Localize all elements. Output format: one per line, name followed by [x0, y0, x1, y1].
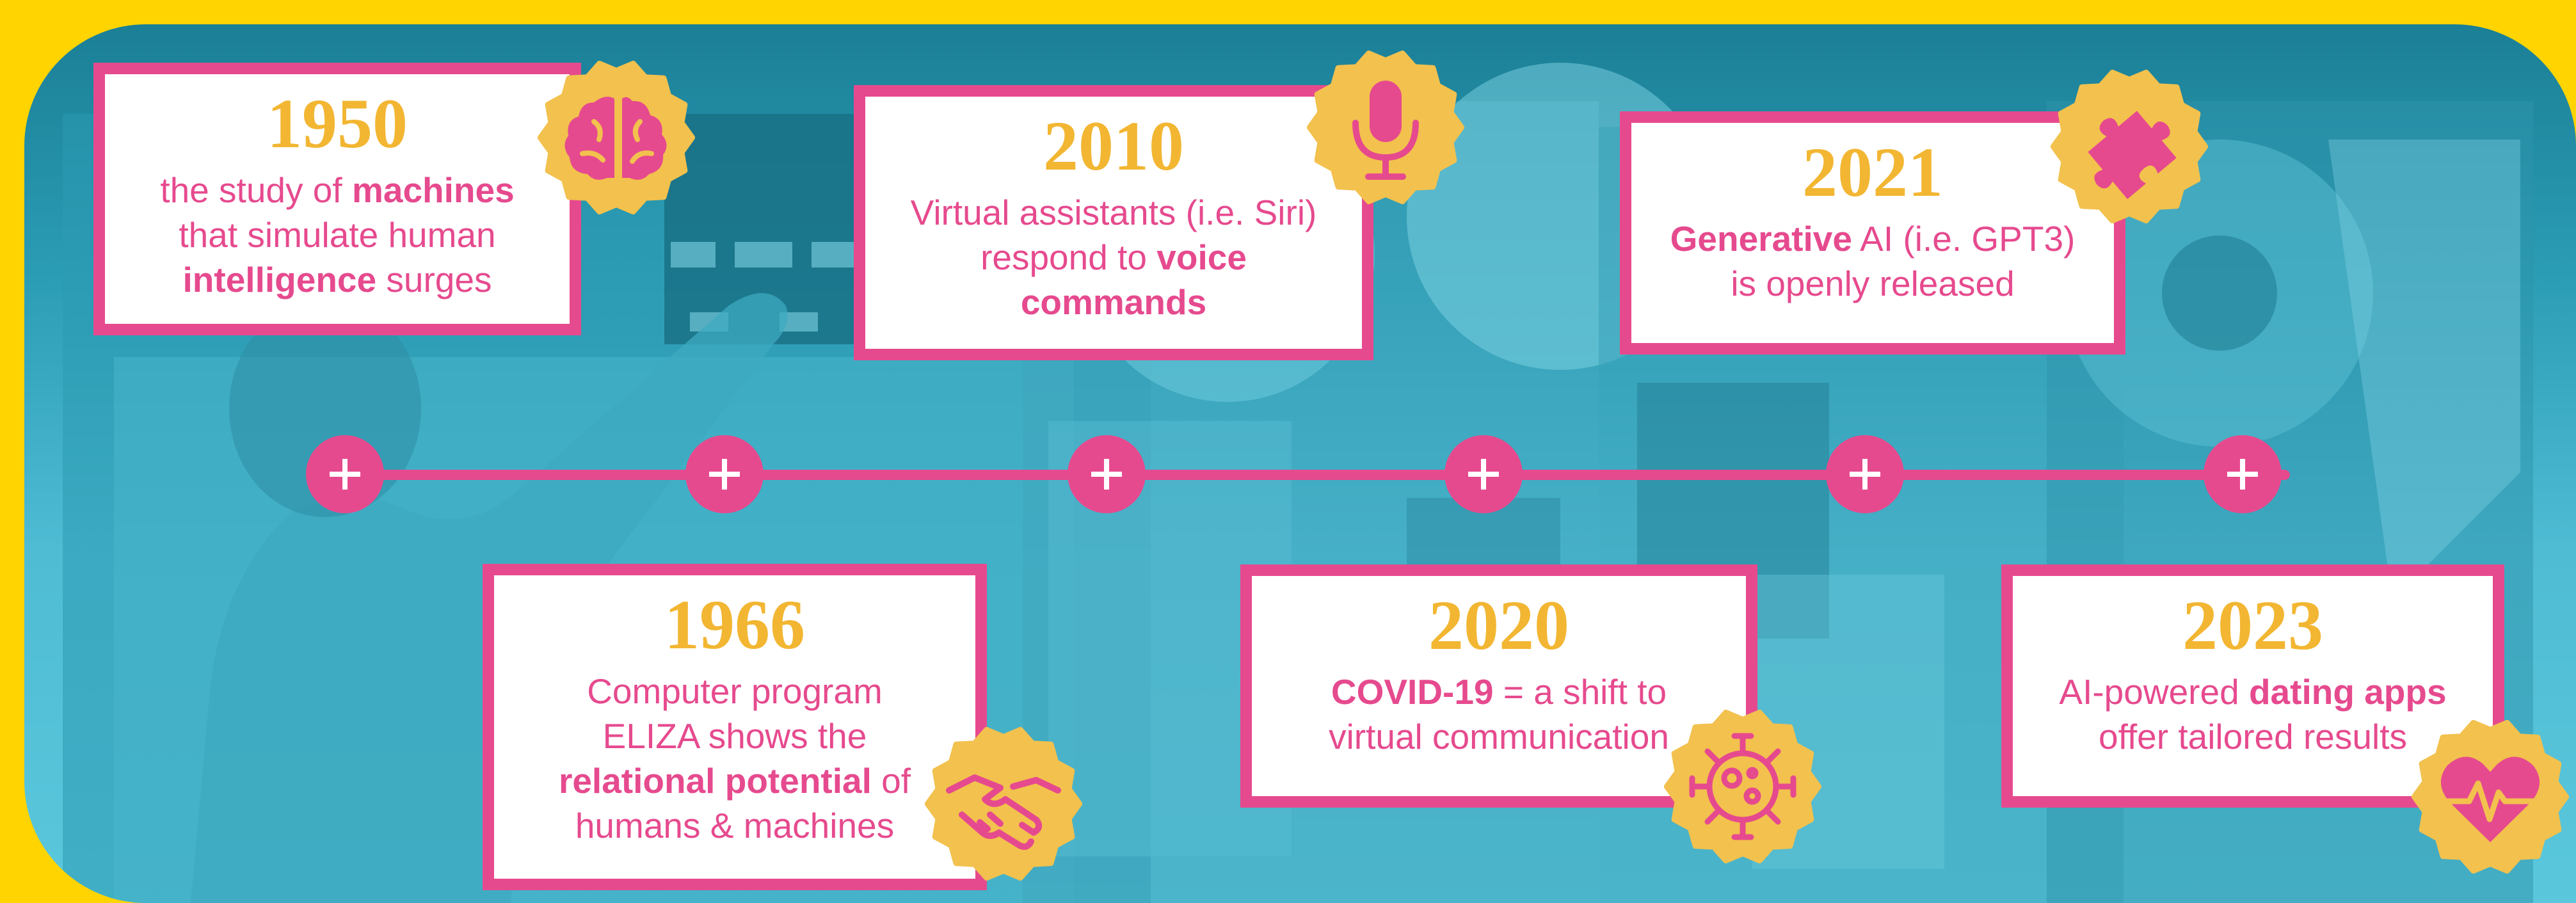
timeline-node-1966[interactable]	[685, 435, 764, 513]
description-text: = a shift to	[1493, 672, 1667, 712]
event-description: Generative AI (i.e. GPT3)is openly relea…	[1643, 216, 2102, 306]
emphasis-text: machines	[351, 170, 515, 210]
plus-icon	[1091, 459, 1122, 490]
description-text: virtual communication	[1329, 717, 1669, 756]
description-line: Computer program	[506, 669, 964, 714]
plus-icon	[330, 459, 360, 490]
timeline-node-1950[interactable]	[306, 435, 384, 513]
description-text: offer tailored results	[2098, 717, 2407, 756]
emphasis-text: Generative	[1670, 219, 1852, 259]
plus-icon	[2227, 459, 2258, 490]
emphasis-text: intelligence	[182, 260, 377, 300]
description-text: AI (i.e. GPT3)	[1852, 219, 2076, 259]
event-description: Virtual assistants (i.e. Siri)respond to…	[877, 190, 1350, 324]
description-line: virtual communication	[1263, 714, 1734, 759]
description-text: respond to	[980, 237, 1157, 277]
description-line: humans & machines	[506, 803, 964, 848]
heart-pulse-icon	[2410, 717, 2570, 877]
description-text: is openly released	[1731, 264, 2015, 303]
description-line: Generative AI (i.e. GPT3)	[1643, 216, 2102, 261]
emphasis-text: voice	[1156, 237, 1247, 277]
description-line: ELIZA shows the	[506, 714, 964, 758]
description-text: Virtual assistants (i.e. Siri)	[910, 193, 1317, 232]
event-card-2010: 2010 Virtual assistants (i.e. Siri)respo…	[854, 85, 1373, 360]
description-text: Computer program	[587, 671, 883, 711]
description-line: that simulate human	[116, 212, 558, 257]
timeline-node-2010[interactable]	[1068, 435, 1146, 513]
description-line: offer tailored results	[2024, 714, 2481, 759]
timeline-node-2020[interactable]	[1444, 435, 1523, 513]
brain-icon	[536, 58, 696, 218]
description-text: of	[871, 761, 911, 801]
event-year: 1950	[267, 84, 408, 163]
event-year: 1966	[664, 586, 805, 664]
timeline-line	[370, 470, 2290, 480]
description-line: is openly released	[1643, 261, 2102, 306]
event-year: 2021	[1802, 133, 1943, 211]
event-year: 2010	[1043, 107, 1184, 185]
description-line: COVID-19 = a shift to	[1263, 669, 1734, 714]
puzzle-icon	[2049, 67, 2209, 227]
description-line: intelligence surges	[116, 257, 558, 302]
description-line: relational potential of	[506, 758, 964, 803]
emphasis-text: COVID-19	[1331, 672, 1494, 712]
emphasis-text: relational potential	[558, 761, 872, 801]
microphone-icon	[1306, 47, 1466, 207]
event-card-2021: 2021 Generative AI (i.e. GPT3)is openly …	[1620, 111, 2125, 355]
plus-icon	[1850, 459, 1880, 490]
description-line: AI-powered dating apps	[2024, 669, 2481, 714]
handshake-icon	[924, 724, 1084, 884]
description-line: respond to voice	[877, 235, 1350, 280]
emphasis-text: dating apps	[2248, 672, 2447, 712]
event-year: 2020	[1428, 586, 1569, 664]
description-text: AI-powered	[2059, 672, 2249, 712]
virus-icon	[1663, 707, 1823, 867]
description-text: humans & machines	[575, 806, 895, 845]
description-line: the study of machines	[116, 168, 558, 212]
emphasis-text: commands	[1020, 282, 1207, 322]
description-text: surges	[376, 260, 492, 300]
description-line: commands	[877, 280, 1350, 324]
description-text: ELIZA shows the	[602, 716, 867, 756]
description-text: that simulate human	[179, 215, 496, 255]
timeline-node-2023[interactable]	[2204, 435, 2282, 513]
plus-icon	[1468, 459, 1499, 490]
timeline-node-2021[interactable]	[1826, 435, 1904, 513]
description-line: Virtual assistants (i.e. Siri)	[877, 190, 1350, 235]
event-year: 2023	[2182, 586, 2323, 664]
description-text: the study of	[160, 170, 352, 210]
plus-icon	[709, 459, 740, 490]
